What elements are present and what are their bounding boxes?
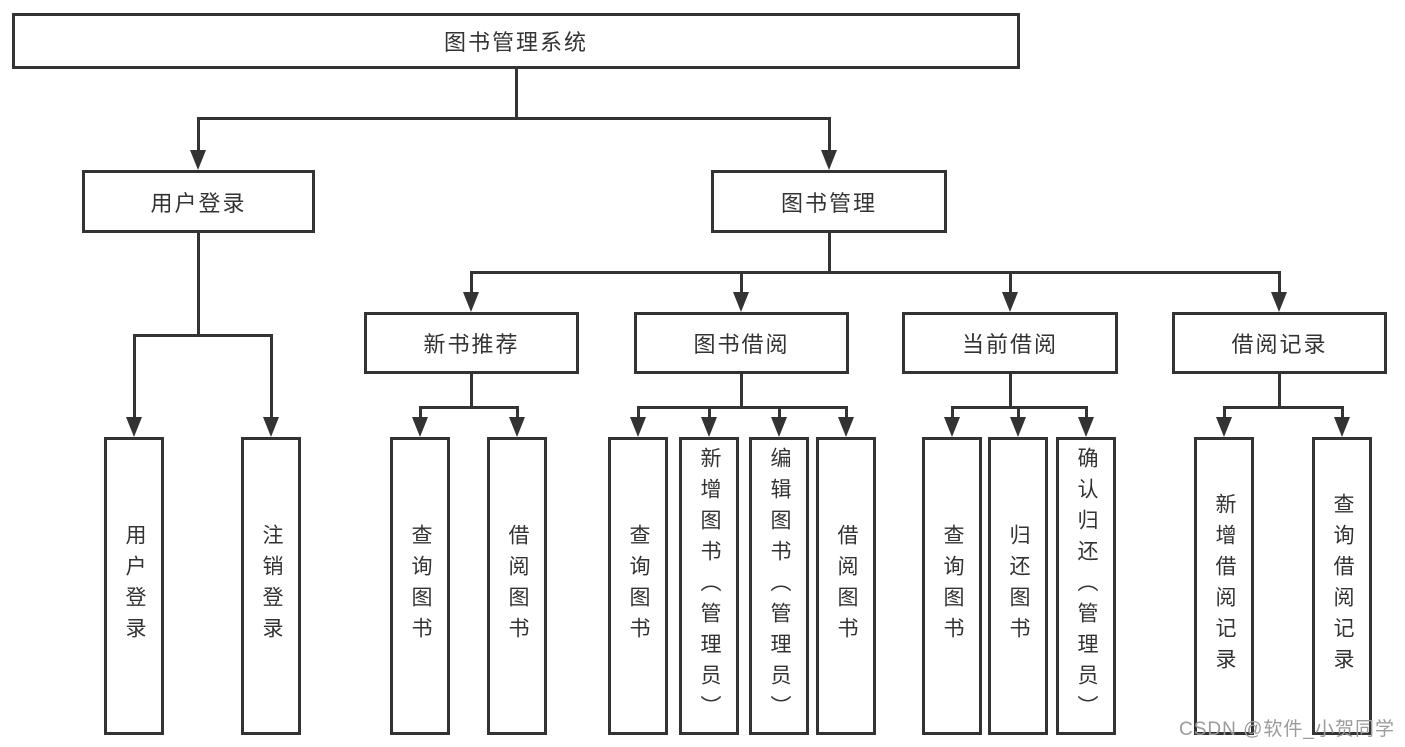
connector-line [845,406,848,421]
connector-line [1085,406,1088,421]
node-label: 图书管理 [780,190,877,216]
connector-line [270,334,273,422]
node-label: 当前借阅 [961,332,1058,357]
connector-line [778,406,781,421]
connector-line [828,117,831,155]
node-label: 确认归还（管理员） [1075,446,1098,726]
connector-line [133,334,136,422]
node-borrowing-records: 借阅记录 [1172,312,1387,374]
connector-line [470,271,1281,274]
arrowhead-icon [1010,417,1026,437]
connector-line [197,117,200,155]
node-label: 新增借阅记录 [1213,493,1236,679]
connector-line [1223,406,1226,421]
arrowhead-icon [630,417,646,437]
connector-line [419,406,519,409]
node-label: 查询图书 [409,524,432,648]
node-label: 用户登录 [150,190,247,216]
arrowhead-icon [1271,292,1287,312]
connector-line [740,271,743,297]
connector-line [1223,406,1343,409]
connector-line [637,406,640,421]
arrowhead-icon [1334,417,1350,437]
node-label: 用户登录 [123,524,146,648]
arrowhead-icon [733,292,749,312]
connector-line [1009,374,1012,409]
node-book-borrowing: 图书借阅 [634,312,849,374]
node-label: 新增图书（管理员） [698,446,721,726]
connector-line [516,406,519,421]
leaf-confirm-return-admin: 确认归还（管理员） [1056,437,1116,735]
node-label: 新书推荐 [423,332,520,357]
node-label: 图书借阅 [693,332,790,357]
node-user-login: 用户登录 [82,170,315,233]
leaf-query-books-recommend: 查询图书 [390,437,450,735]
connector-line [708,406,711,421]
node-label: 借阅记录 [1231,332,1328,357]
csdn-watermark: CSDN @软件_小贺同学 [1179,719,1395,740]
connector-line [740,374,743,409]
connector-line [1341,406,1344,421]
leaf-query-books-borrowing: 查询图书 [608,437,668,735]
connector-line [1009,271,1012,297]
connector-line [1278,271,1281,297]
node-label: 借阅图书 [506,524,529,648]
connector-line [197,117,831,120]
leaf-user-login: 用户登录 [104,437,164,735]
leaf-logout: 注销登录 [241,437,301,735]
node-label: 编辑图书（管理员） [768,446,791,726]
arrowhead-icon [821,150,837,170]
leaf-add-books-admin: 新增图书（管理员） [679,437,739,735]
arrowhead-icon [509,417,525,437]
node-current-borrowing: 当前借阅 [902,312,1118,374]
connector-line [470,374,473,409]
arrowhead-icon [463,292,479,312]
connector-line [1278,374,1281,409]
connector-line [828,233,831,274]
connector-line [515,69,518,120]
arrowhead-icon [263,417,279,437]
arrowhead-icon [701,417,717,437]
leaf-borrow-books: 借阅图书 [816,437,876,735]
node-library-system: 图书管理系统 [12,13,1020,69]
arrowhead-icon [1216,417,1232,437]
leaf-query-borrow-record: 查询借阅记录 [1312,437,1372,735]
arrowhead-icon [412,417,428,437]
arrowhead-icon [771,417,787,437]
arrowhead-icon [190,150,206,170]
connector-line [637,406,847,409]
node-label: 查询图书 [627,524,650,648]
node-label: 查询图书 [941,524,964,648]
connector-line [197,233,200,337]
arrowhead-icon [126,417,142,437]
leaf-add-borrow-record: 新增借阅记录 [1194,437,1254,735]
connector-line [133,334,273,337]
arrowhead-icon [838,417,854,437]
leaf-borrow-books-recommend: 借阅图书 [487,437,547,735]
connector-line [419,406,422,421]
connector-line [951,406,954,421]
node-label: 借阅图书 [835,524,858,648]
connector-line [1017,406,1020,421]
leaf-return-books: 归还图书 [988,437,1048,735]
connector-line [470,271,473,297]
node-new-book-recommendation: 新书推荐 [364,312,579,374]
arrowhead-icon [1002,292,1018,312]
leaf-query-books-current: 查询图书 [922,437,982,735]
arrowhead-icon [944,417,960,437]
node-label: 归还图书 [1007,524,1030,648]
node-book-management: 图书管理 [711,170,947,233]
node-label: 查询借阅记录 [1331,493,1354,679]
leaf-edit-books-admin: 编辑图书（管理员） [749,437,809,735]
node-label: 图书管理系统 [443,30,588,55]
node-label: 注销登录 [260,524,283,648]
arrowhead-icon [1078,417,1094,437]
